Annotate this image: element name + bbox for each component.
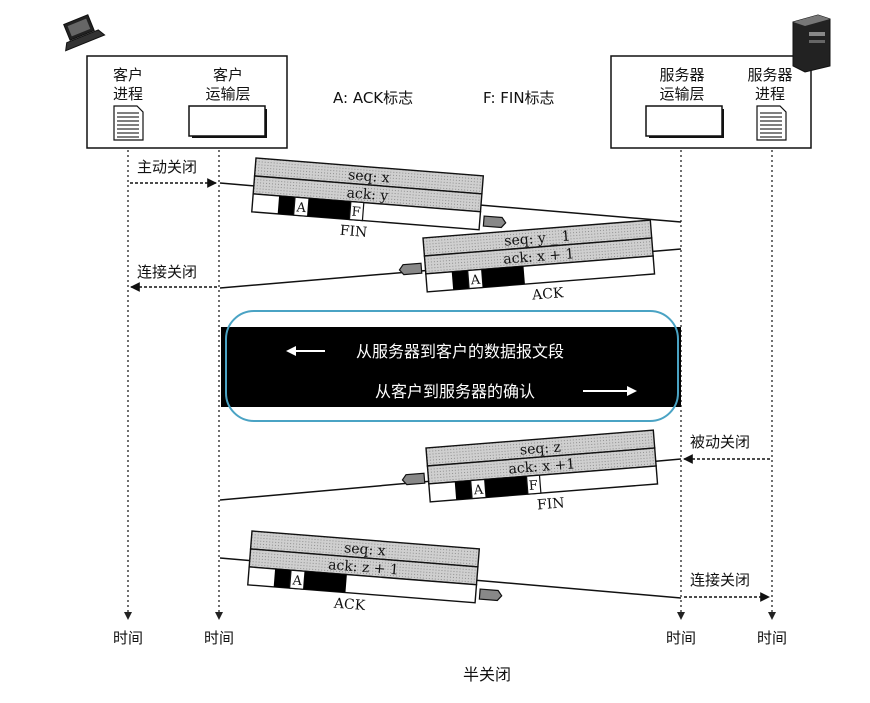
- client-transport-label-line2: 运输层: [205, 85, 250, 103]
- document-icon: [113, 105, 144, 141]
- segment-fin-3: seq: z ack: x +1 A F FIN: [401, 429, 659, 513]
- event-connection-close-client: 连接关闭: [137, 263, 197, 281]
- segment-3-seq: seq: z: [519, 439, 561, 458]
- legend-ack: A: ACK标志: [333, 89, 413, 107]
- server-transport-label-line1: 服务器: [659, 66, 704, 84]
- data-band-line2: 从客户到服务器的确认: [375, 382, 535, 401]
- segment-3-flag-a: A: [472, 483, 484, 499]
- time-label-server-transport: 时间: [666, 629, 696, 647]
- laptop-icon: [63, 14, 106, 52]
- client-process-label-line2: 进程: [113, 85, 143, 103]
- client-transport-label-line1: 客户: [213, 66, 243, 84]
- segment-2-ack: ack: x + 1: [503, 246, 575, 268]
- server-tower-icon: [792, 14, 831, 73]
- time-label-server-process: 时间: [757, 629, 787, 647]
- data-band-line1: 从服务器到客户的数据报文段: [356, 342, 564, 361]
- client-transport-buffer: [188, 105, 266, 137]
- segment-4-caption: ACK: [332, 596, 366, 615]
- segment-1-flag-a: A: [295, 200, 307, 216]
- server-transport-buffer: [645, 105, 723, 137]
- segment-4-flag-a: A: [291, 573, 303, 589]
- timelines: [127, 150, 773, 618]
- segment-3-caption: FIN: [536, 495, 565, 513]
- time-label-client-transport: 时间: [204, 629, 234, 647]
- segment-1-ack: ack: y: [346, 185, 389, 204]
- segment-1-caption: FIN: [339, 223, 368, 241]
- segment-2-flag-a: A: [469, 273, 481, 289]
- segment-3-flag-f: F: [528, 478, 538, 494]
- segment-2-caption: ACK: [531, 285, 565, 304]
- segment-4-seq: seq: x: [344, 540, 387, 559]
- data-band-highlight: [225, 310, 679, 422]
- segment-1-seq: seq: x: [348, 167, 391, 186]
- segment-1-flag-f: F: [351, 205, 361, 221]
- event-passive-close: 被动关闭: [690, 433, 750, 451]
- document-icon: [756, 105, 787, 141]
- segment-ack-2: seq: y _ 1 ack: x + 1 A ACK: [398, 219, 656, 304]
- event-active-close: 主动关闭: [137, 158, 197, 176]
- segment-2-seq: seq: y _ 1: [504, 228, 571, 249]
- legend-fin: F: FIN标志: [483, 89, 555, 107]
- server-process-label-line1: 服务器: [747, 66, 792, 84]
- server-process-label-line2: 进程: [755, 85, 785, 103]
- event-connection-close-server: 连接关闭: [690, 571, 750, 589]
- segment-fin-1: seq: x ack: y A F FIN: [251, 157, 507, 241]
- segment-3-ack: ack: x +1: [508, 456, 576, 477]
- segment-4-ack: ack: z + 1: [328, 557, 400, 579]
- server-transport-label-line2: 运输层: [659, 85, 704, 103]
- diagram-caption: 半关闭: [463, 665, 511, 684]
- segment-ack-4: seq: x ack: z + 1 A ACK: [247, 530, 503, 615]
- client-process-label-line1: 客户: [113, 66, 143, 84]
- time-label-client-process: 时间: [113, 629, 143, 647]
- data-band: [221, 327, 681, 407]
